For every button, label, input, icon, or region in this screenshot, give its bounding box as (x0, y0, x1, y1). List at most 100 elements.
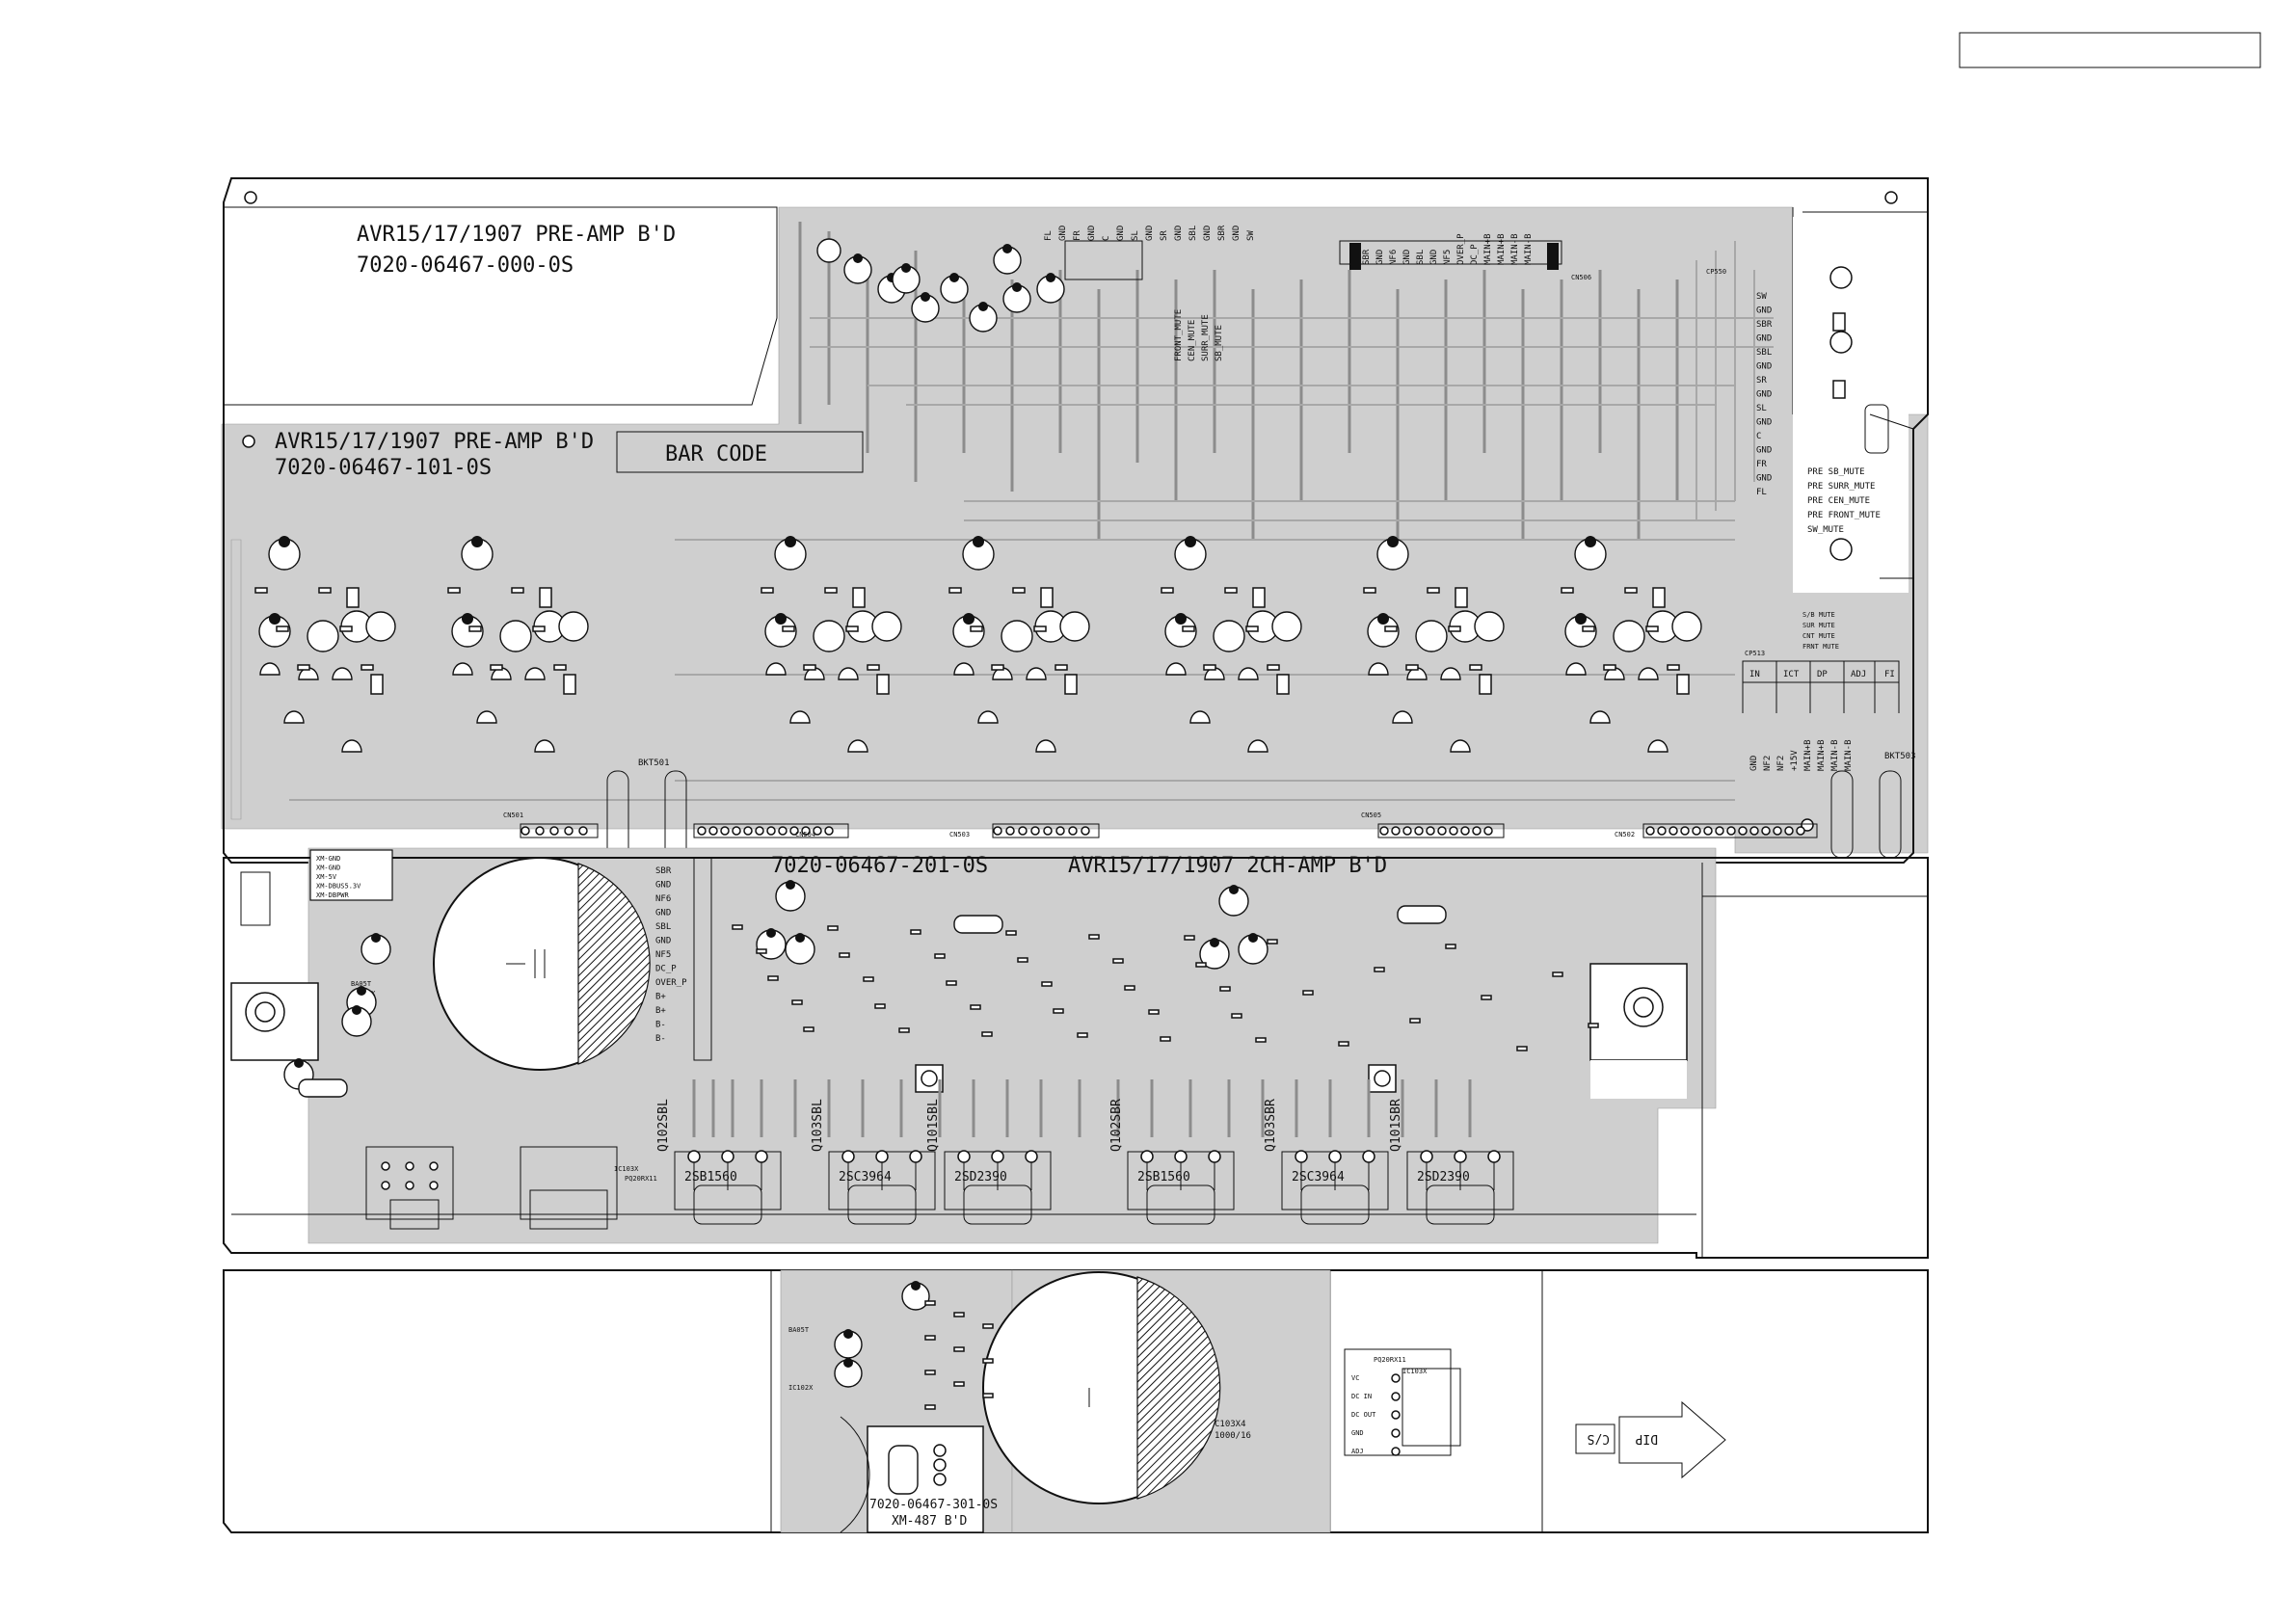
resistor (898, 1027, 910, 1033)
connector-label: GND (1203, 226, 1213, 241)
resistor (532, 625, 546, 632)
connector-label: GND (1375, 250, 1385, 265)
transistor-type: 2SC3964 (1292, 1170, 1345, 1184)
connector-label: GND (1087, 226, 1097, 241)
resistor (297, 664, 310, 671)
transistor-name: Q101SBR (1389, 1099, 1403, 1152)
power-label: NF2 (1763, 756, 1773, 771)
right-connector-label: GND (1756, 418, 1772, 428)
power-label: MAIN+B (1803, 739, 1813, 771)
resistor (982, 1323, 994, 1329)
resistor (1374, 967, 1385, 972)
amp-side-label: GND (655, 937, 671, 946)
amp-side-label: GND (655, 909, 671, 918)
regulator-pad (1391, 1392, 1401, 1401)
connector-label: MAIN-B (1524, 233, 1534, 265)
capacitor (1001, 620, 1033, 652)
resistor (1005, 930, 1017, 936)
right-connector-label: FR (1756, 460, 1767, 469)
header-box (1959, 32, 2261, 68)
cap-xm-val: 1000/16 (1215, 1431, 1251, 1441)
transistor-type: 2SD2390 (954, 1170, 1007, 1184)
left-connector-pads (381, 1161, 439, 1190)
transistor (1638, 667, 1659, 680)
capacitor-pad (921, 292, 930, 302)
capacitor-pad (795, 933, 805, 943)
top-connector (1064, 240, 1562, 280)
connector-pad (1030, 826, 1040, 836)
cn501-label: CN501 (503, 812, 523, 819)
capacitor-pad (352, 1005, 361, 1015)
power-label: MAIN+B (1817, 739, 1827, 771)
connector-pad (766, 826, 776, 836)
top-capacitor-row (816, 238, 1065, 333)
amp-side-label: NF5 (655, 950, 671, 960)
resistor (1077, 1032, 1088, 1038)
connector-pad (801, 826, 811, 836)
resistor (360, 664, 374, 671)
transistor (1035, 739, 1056, 753)
resistor (1603, 664, 1616, 671)
pq20rx11-label: PQ20RX11 (625, 1175, 657, 1183)
transistor (953, 662, 974, 676)
connector-label: GND (1429, 250, 1439, 265)
jumper-table (1742, 660, 1900, 713)
xm-name: XM-487 B'D (892, 1514, 967, 1529)
resistor (761, 587, 774, 594)
connector-label: FR (1073, 230, 1082, 241)
capacitor-pad (1377, 613, 1389, 625)
resistor (910, 929, 921, 935)
connector-pad (1692, 826, 1701, 836)
transistor (452, 662, 473, 676)
connector-pad (1018, 826, 1028, 836)
transistor-name: Q103SBL (811, 1099, 825, 1152)
capacitor-pad (357, 986, 366, 996)
film-capacitor (1676, 674, 1690, 695)
capacitor-pad (371, 933, 381, 943)
film-capacitor (1040, 587, 1054, 608)
cs-label: C/S (1588, 1431, 1610, 1446)
resistor (924, 1370, 936, 1375)
capacitor-pad (949, 273, 959, 282)
resistor (1012, 587, 1026, 594)
resistor (948, 587, 962, 594)
resistor (276, 625, 289, 632)
right-connector-label: GND (1756, 306, 1772, 316)
transistor-pin (1140, 1150, 1154, 1163)
right-connector-label: FL (1756, 488, 1767, 497)
capacitor-pad (1585, 536, 1596, 547)
channel-block (1561, 536, 1702, 753)
connector-label: SW (1246, 230, 1256, 241)
transistor-pin (1487, 1150, 1501, 1163)
board-title-2: AVR15/17/1907 PRE-AMP B'D (275, 430, 594, 454)
connector-pad (1749, 826, 1759, 836)
transistor (838, 667, 859, 680)
power-label: NF2 (1776, 756, 1786, 771)
connector-label: SBR (1362, 249, 1372, 265)
capacitor (871, 611, 902, 642)
resistor (1624, 587, 1638, 594)
connector-pad (789, 826, 799, 836)
transistor-pin (1362, 1150, 1375, 1163)
table-header: FI (1884, 670, 1895, 679)
connector-pad (1784, 826, 1794, 836)
mute-label: SB_MUTE (1215, 325, 1224, 361)
resistor (447, 587, 461, 594)
film-capacitor (1479, 674, 1492, 695)
regulator-pad (1391, 1447, 1401, 1456)
connector-label: GND (1174, 226, 1184, 241)
connector-pad (1043, 826, 1053, 836)
regulator-pin-label: GND (1351, 1429, 1364, 1437)
amp-board: 7020-06467-201-0S AVR15/17/1907 2CH-AMP … (223, 847, 1929, 1259)
pre-mute-label: PRE FRONT_MUTE (1807, 511, 1881, 520)
cn504-label: CN504 (795, 831, 815, 838)
channel-block (447, 536, 589, 753)
resistor (1112, 958, 1124, 964)
connector-pad (549, 826, 559, 836)
resistor (924, 1335, 936, 1341)
